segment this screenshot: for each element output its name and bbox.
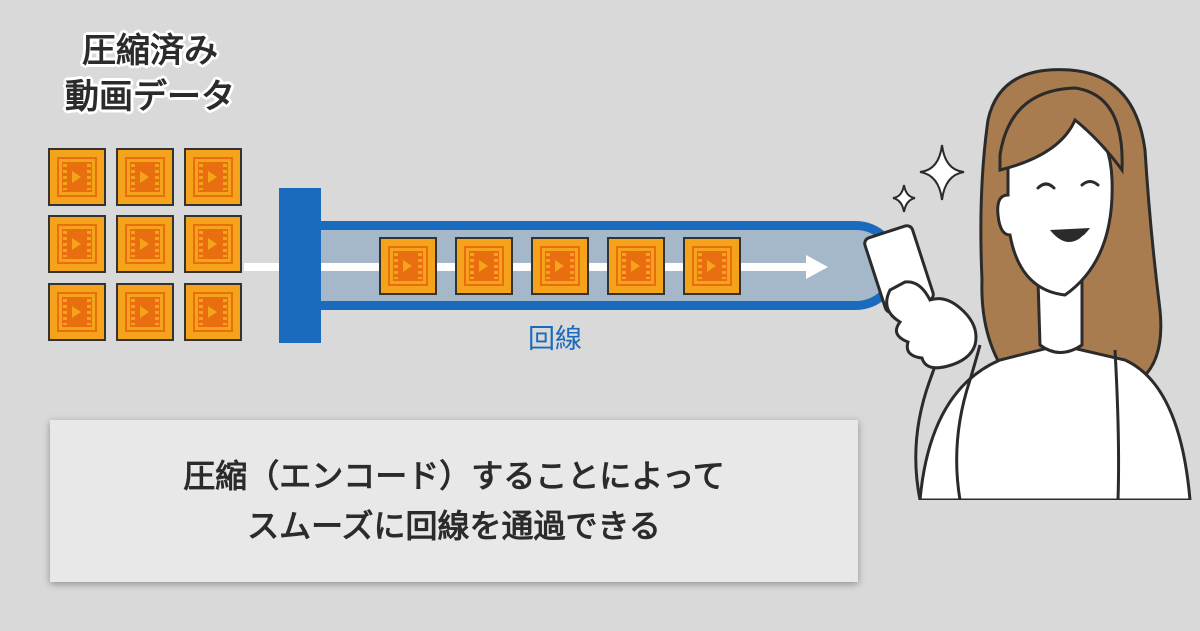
video-file-icon — [607, 237, 665, 295]
flow-arrow-head — [806, 255, 828, 279]
video-file-icon — [455, 237, 513, 295]
video-file-icon — [184, 283, 242, 341]
sparkle-icon — [892, 184, 916, 213]
pipe-inlet — [279, 188, 321, 343]
title-line-1: 圧縮済み — [82, 31, 218, 71]
hand — [885, 280, 978, 370]
video-file-icon — [379, 237, 437, 295]
woman-with-smartphone-illustration — [863, 68, 1192, 500]
diagram-title: 圧縮済み 動画データ — [40, 28, 260, 120]
video-file-icon — [48, 283, 106, 341]
caption-line-2: スムーズに回線を通過できる — [247, 507, 661, 545]
video-file-icon — [184, 148, 242, 206]
caption-box: 圧縮（エンコード）することによって スムーズに回線を通過できる — [50, 420, 858, 582]
sparkle-icon — [919, 144, 965, 201]
video-file-icon — [48, 215, 106, 273]
title-line-2: 動画データ — [65, 77, 235, 117]
smile — [1050, 228, 1090, 243]
connector-line — [244, 263, 284, 271]
video-file-icon — [683, 237, 741, 295]
video-file-icon — [531, 237, 589, 295]
video-file-icon — [116, 283, 174, 341]
video-file-icon — [116, 215, 174, 273]
video-file-icon — [184, 215, 242, 273]
pipe-label: 回線 — [528, 324, 582, 355]
caption-line-1: 圧縮（エンコード）することによって — [183, 457, 725, 495]
video-file-icon — [48, 148, 106, 206]
video-file-icon — [116, 148, 174, 206]
